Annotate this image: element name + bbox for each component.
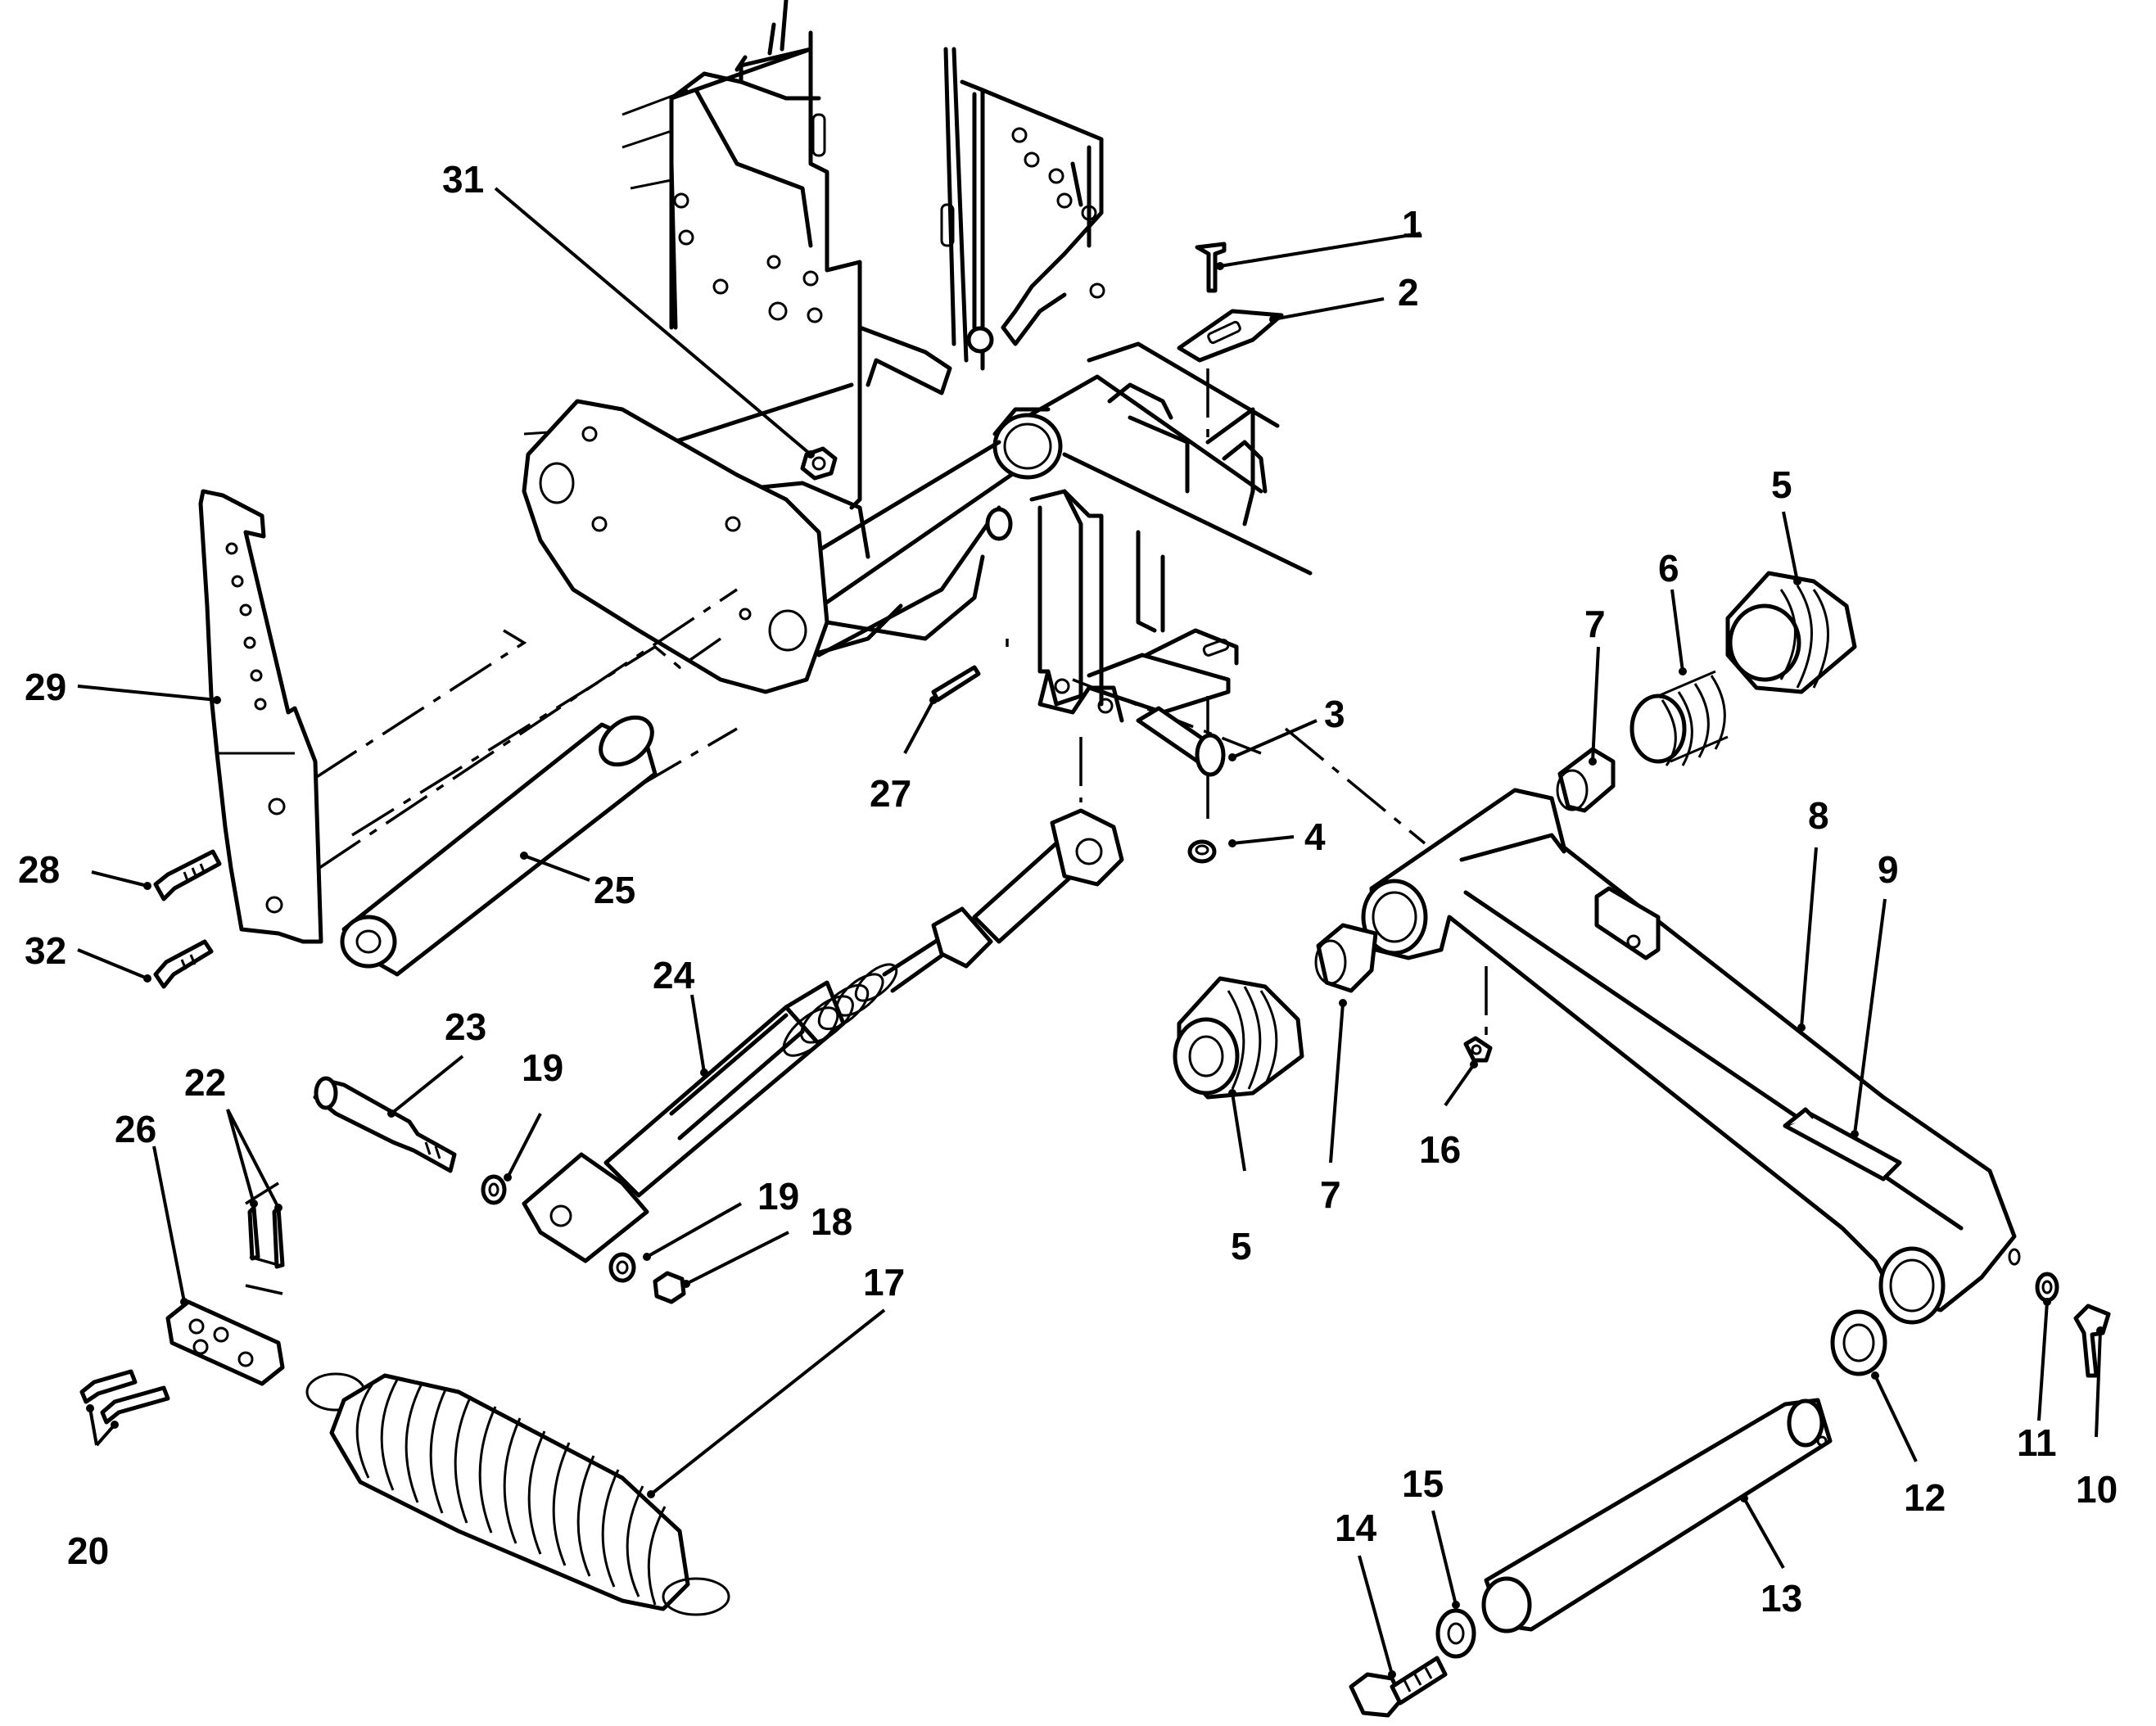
part-24-turnbuckle [522,808,1124,1263]
callout-12: 12 [1904,1476,1946,1519]
callout-19-bottom: 19 [757,1175,799,1218]
callout-8: 8 [1808,794,1829,837]
callout-16: 16 [1419,1128,1461,1171]
callout-14: 14 [1335,1507,1377,1549]
callout-24: 24 [653,954,695,996]
part-19-washer-second [608,1252,636,1283]
part-14-bolt [1349,1656,1448,1718]
part-28-bolt [153,849,222,901]
assembly-centerlines [237,368,1488,1295]
part-5-bushing-top [1725,571,1857,694]
part-1-bolt [1195,242,1227,293]
leader-lines [77,187,2104,1679]
callout-28: 28 [18,848,60,891]
callout-5-top: 5 [1771,463,1792,506]
part-10-bolt [2073,1304,2111,1378]
callout-15: 15 [1402,1462,1444,1505]
callout-1: 1 [1402,203,1423,246]
part-5-bushing-bottom [1173,976,1304,1100]
callout-31: 31 [442,158,484,201]
callout-27: 27 [870,772,911,815]
callout-2: 2 [1398,271,1419,314]
callout-23: 23 [445,1005,486,1048]
part-25-rod [340,715,658,977]
callout-11: 11 [2017,1421,2057,1464]
part-6-spring [1629,670,1729,766]
callout-20: 20 [67,1529,109,1572]
part-26-hinge-plate [165,1299,285,1386]
callout-5-bottom: 5 [1231,1225,1252,1267]
part-3-pin [1136,706,1226,777]
callout-7-top: 7 [1584,603,1606,645]
part-7-sleeve-bottom [1314,923,1378,993]
part-16-bolt [1463,1036,1493,1063]
part-8-arm [1361,788,2021,1325]
callout-7-bottom: 7 [1320,1173,1341,1216]
chassis-frame [522,0,1313,723]
callout-17: 17 [863,1261,905,1304]
callout-22: 22 [184,1061,226,1104]
callout-6: 6 [1658,547,1679,590]
part-22-pins [247,1205,285,1269]
callout-13: 13 [1761,1577,1802,1620]
part-4-nut [1187,839,1217,864]
part-20-bolts [79,1369,170,1425]
part-32-bolt [153,939,214,989]
part-15-washer [1435,1608,1476,1659]
part-19-washer [481,1174,507,1205]
part-12-washer [1830,1309,1887,1376]
callout-9: 9 [1878,848,1899,891]
callout-25: 25 [594,869,635,911]
part-23-pin [313,1076,457,1173]
callout-10: 10 [2076,1468,2118,1511]
part-13-shaft [1481,1398,1833,1633]
part-29-bracket [198,489,323,944]
callout-3: 3 [1324,693,1345,735]
part-2-clip [1177,309,1284,363]
callout-32: 32 [25,929,66,972]
callout-4: 4 [1304,816,1326,858]
part-11-washer [2035,1272,2059,1303]
part-17-spring [305,1372,730,1616]
callout-18: 18 [811,1200,852,1243]
part-27-pin [931,665,981,703]
callout-29: 29 [25,666,66,708]
callout-26: 26 [115,1108,156,1150]
part-18-nut [653,1271,686,1304]
callout-19-top: 19 [522,1046,563,1089]
callout-labels: 1 2 3 4 5 5 6 7 7 8 9 10 11 12 13 14 15 … [18,158,2118,1620]
part-7-sleeve-top [1556,747,1616,813]
